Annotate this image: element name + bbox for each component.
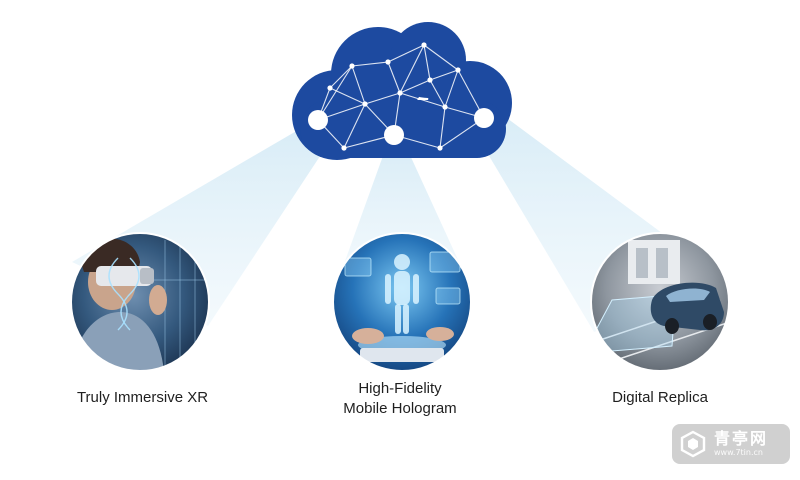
- node-left: [308, 110, 328, 130]
- watermark-logo-icon: [678, 429, 708, 459]
- cloud-network-icon: [292, 22, 512, 160]
- label-mobile-hologram: High-Fidelity Mobile Hologram: [300, 379, 500, 419]
- label-line-2: Mobile Hologram: [343, 400, 457, 417]
- label-line-1: High-Fidelity: [358, 380, 442, 397]
- watermark-text: 青亭网: [714, 429, 769, 448]
- node-right: [474, 108, 494, 128]
- digital-replica-image: [590, 232, 730, 372]
- cloud-nodes: [308, 108, 494, 145]
- xr-image: [70, 232, 210, 372]
- hologram-image: [332, 232, 472, 372]
- label-truly-immersive-xr: Truly Immersive XR: [76, 389, 209, 406]
- label-digital-replica: Digital Replica: [612, 389, 708, 406]
- watermark: 青亭网 www.7tin.cn: [672, 424, 790, 464]
- node-middle: [384, 125, 404, 145]
- watermark-url: www.7tin.cn: [714, 448, 763, 457]
